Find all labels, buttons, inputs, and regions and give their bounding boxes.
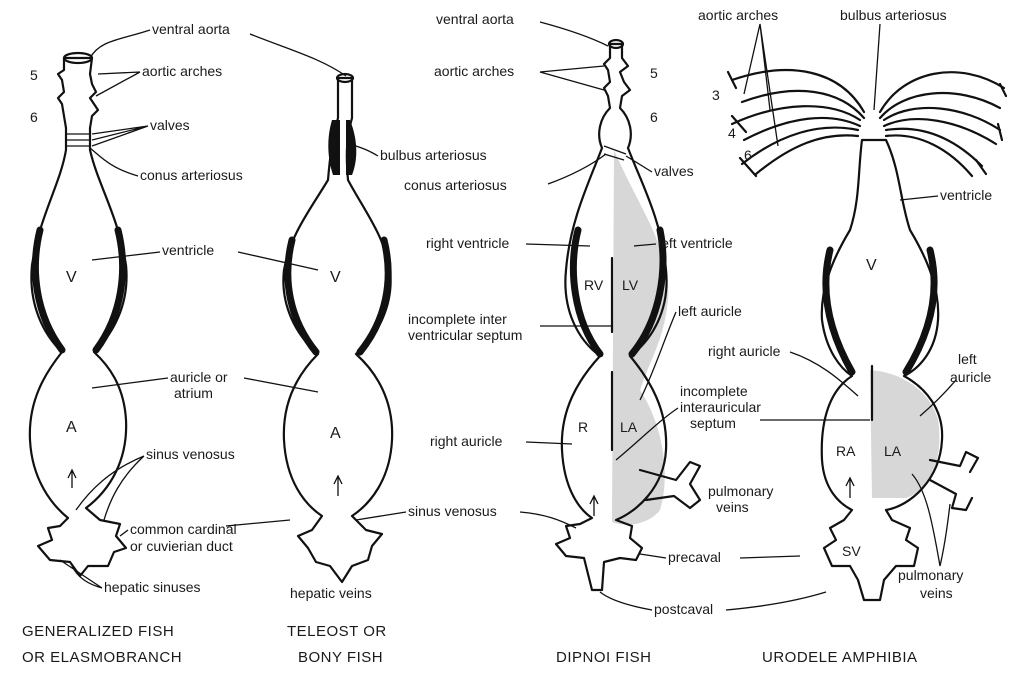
label-hepatic-veins: hepatic veins bbox=[290, 585, 372, 601]
leader-dipnoi-right-ventricle bbox=[526, 244, 590, 246]
label-urodele-ventricle: ventricle bbox=[940, 187, 992, 203]
label-bulbus-arteriosus-teleost: bulbus arteriosus bbox=[380, 147, 487, 163]
leader-valves bbox=[92, 126, 148, 146]
urodele-ventricle-wall-left bbox=[826, 250, 852, 372]
label-auricle-or: auricle or bbox=[170, 369, 228, 385]
urodele-sv-letter: SV bbox=[842, 543, 861, 559]
label-urodele-bulbus-arteriosus: bulbus arteriosus bbox=[840, 7, 947, 23]
leader-dipnoi-right-auricle bbox=[526, 442, 572, 444]
caption-urodele: URODELE AMPHIBIA bbox=[762, 649, 918, 666]
generalized-arch-number-5: 5 bbox=[30, 67, 38, 83]
label-common-cardinal: common cardinal bbox=[130, 521, 237, 537]
leader-urodele-bulbus bbox=[874, 24, 880, 110]
teleost-flow-arrow bbox=[334, 476, 342, 496]
label-postcaval: postcaval bbox=[654, 601, 713, 617]
teleost-ventricle-letter: V bbox=[330, 269, 341, 286]
urodele-arch-number-4: 4 bbox=[728, 125, 736, 141]
generalized-fish-heart: 5 6 V A ventral aorta aortic arches valv… bbox=[22, 21, 346, 666]
generalized-atrium-letter: A bbox=[66, 419, 77, 436]
urodele-la-letter: LA bbox=[884, 443, 902, 459]
urodele-flow-arrow bbox=[846, 478, 854, 498]
label-hepatic-sinuses: hepatic sinuses bbox=[104, 579, 201, 595]
generalized-flow-arrow bbox=[68, 470, 76, 488]
urodele-arches-right bbox=[880, 72, 1004, 176]
dipnoi-heart: RV LV R LA ventral aorta aortic arches 5… bbox=[404, 11, 870, 666]
generalized-ventricle-letter: V bbox=[66, 269, 77, 286]
leader-urodele-ventricle bbox=[900, 196, 938, 200]
label-precaval: precaval bbox=[668, 549, 721, 565]
caption-teleost-line2: BONY FISH bbox=[298, 649, 383, 666]
generalized-ventricle-wall-left bbox=[35, 230, 62, 350]
caption-generalized-line1: GENERALIZED FISH bbox=[22, 623, 174, 640]
label-urodele-left: left bbox=[958, 351, 977, 367]
label-conus-arteriosus: conus arteriosus bbox=[140, 167, 243, 183]
label-dipnoi-ventral-aorta: ventral aorta bbox=[436, 11, 514, 27]
label-urodele-aortic-arches: aortic arches bbox=[698, 7, 778, 23]
label-valves: valves bbox=[150, 117, 190, 133]
generalized-arch-number-6: 6 bbox=[30, 109, 38, 125]
urodele-ventricle-letter: V bbox=[866, 257, 877, 274]
urodele-ventricle-wall-right bbox=[906, 250, 934, 372]
urodele-arches-left bbox=[732, 70, 864, 174]
generalized-ventricle-wall-right bbox=[96, 230, 123, 350]
dipnoi-flow-arrow bbox=[590, 496, 598, 516]
label-dipnoi-septum-v2: ventricular septum bbox=[408, 327, 522, 343]
urodele-ra-letter: RA bbox=[836, 443, 856, 459]
leader-dipnoi-aortic-arches bbox=[540, 66, 604, 90]
label-ventral-aorta: ventral aorta bbox=[152, 21, 230, 37]
leader-ventral-aorta bbox=[90, 30, 150, 58]
dipnoi-r-letter: R bbox=[578, 419, 588, 435]
label-sinus-venosus-teleost: sinus venosus bbox=[408, 503, 497, 519]
teleost-ventricle-wall-left bbox=[288, 240, 316, 352]
leader-dipnoi-valves bbox=[626, 156, 652, 172]
label-dipnoi-septum-v1: incomplete inter bbox=[408, 311, 507, 327]
label-dipnoi-right-auricle: right auricle bbox=[430, 433, 503, 449]
urodele-pulmonary-vein-stubs bbox=[930, 452, 978, 510]
caption-dipnoi: DIPNOI FISH bbox=[556, 649, 652, 666]
label-dipnoi-septum: septum bbox=[690, 415, 736, 431]
label-urodele-veins: veins bbox=[920, 585, 953, 601]
label-dipnoi-right-ventricle: right ventricle bbox=[426, 235, 509, 251]
label-dipnoi-veins: veins bbox=[716, 499, 749, 515]
leader-hepatic-sinuses bbox=[60, 560, 102, 588]
urodele-heart-outline bbox=[822, 140, 942, 600]
label-urodele-pulmonary: pulmonary bbox=[898, 567, 963, 583]
label-ventricle: ventricle bbox=[162, 242, 214, 258]
label-dipnoi-valves: valves bbox=[654, 163, 694, 179]
label-sinus-venosus: sinus venosus bbox=[146, 446, 235, 462]
label-dipnoi-aortic-arches: aortic arches bbox=[434, 63, 514, 79]
dipnoi-arch-number-6: 6 bbox=[650, 109, 658, 125]
label-atrium: atrium bbox=[174, 385, 213, 401]
teleost-bulbus-wall-right bbox=[346, 120, 356, 175]
leader-aortic-arches bbox=[96, 72, 140, 96]
label-dipnoi-left-ventricle: left ventricle bbox=[658, 235, 733, 251]
label-dipnoi-incomplete: incomplete bbox=[680, 383, 748, 399]
label-urodele-auricle: auricle bbox=[950, 369, 991, 385]
label-dipnoi-pulmonary: pulmonary bbox=[708, 483, 773, 499]
label-dipnoi-conus-arteriosus: conus arteriosus bbox=[404, 177, 507, 193]
label-dipnoi-left-auricle: left auricle bbox=[678, 303, 742, 319]
urodele-heart: V RA LA SV aortic arches bulbus arterios… bbox=[698, 7, 1006, 666]
urodele-arch-number-3: 3 bbox=[712, 87, 720, 103]
dipnoi-arch-number-5: 5 bbox=[650, 65, 658, 81]
leader-bulbus-teleost bbox=[356, 146, 378, 156]
leader-ventral-aorta-teleost bbox=[250, 34, 346, 76]
leader-sinus-venosus bbox=[76, 456, 144, 520]
dipnoi-rv-letter: RV bbox=[584, 277, 604, 293]
label-cuvierian-duct: or cuvierian duct bbox=[130, 538, 233, 554]
teleost-atrium-letter: A bbox=[330, 425, 341, 442]
label-dipnoi-interauricular: interauricular bbox=[680, 399, 761, 415]
urodele-arch-number-6: 6 bbox=[744, 147, 752, 163]
dipnoi-lv-letter: LV bbox=[622, 277, 639, 293]
generalized-valve-lines bbox=[66, 134, 90, 146]
dipnoi-la-letter: LA bbox=[620, 419, 638, 435]
caption-teleost-line1: TELEOST OR bbox=[287, 623, 387, 640]
label-urodele-right-auricle: right auricle bbox=[708, 343, 781, 359]
teleost-ventricle-wall-right bbox=[360, 240, 388, 352]
label-aortic-arches: aortic arches bbox=[142, 63, 222, 79]
caption-generalized-line2: OR ELASMOBRANCH bbox=[22, 649, 182, 666]
leader-dipnoi-ventral-aorta bbox=[540, 22, 608, 46]
teleost-heart: V A bulbus arteriosus sinus venosus hepa… bbox=[283, 74, 576, 666]
